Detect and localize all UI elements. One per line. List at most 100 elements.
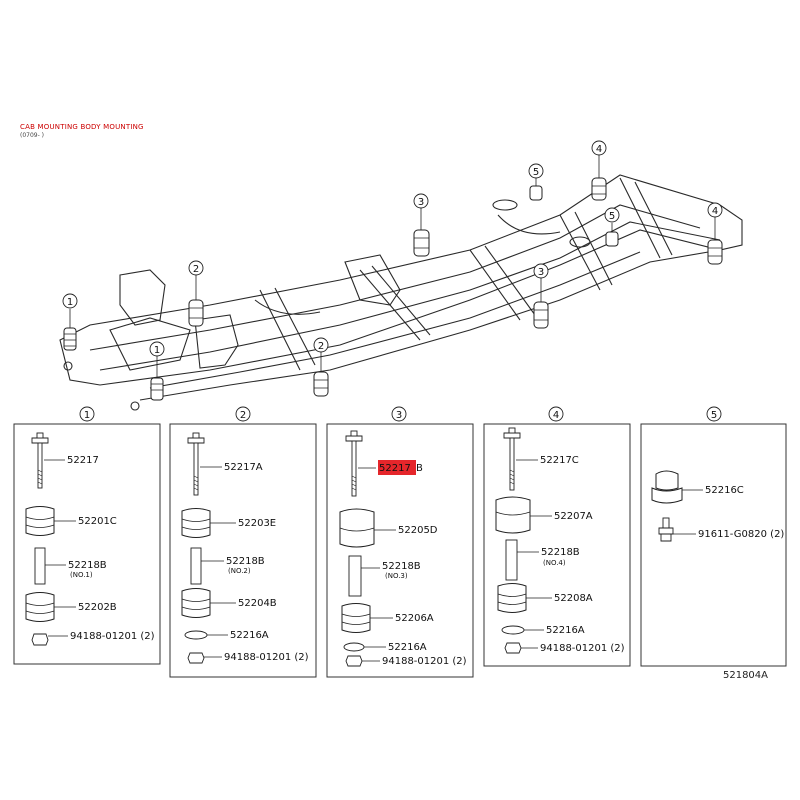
frame-mounts (63, 177, 723, 401)
svg-text:52205D: 52205D (398, 525, 438, 536)
svg-text:2: 2 (318, 341, 324, 352)
svg-text:5: 5 (533, 167, 539, 178)
svg-text:1: 1 (84, 410, 90, 421)
frame-callout-1b: 1 (149, 341, 165, 357)
svg-text:52202B: 52202B (78, 602, 117, 613)
svg-text:5: 5 (609, 211, 615, 222)
lower-cushion-icon (497, 583, 527, 613)
panel-3: 52217 B 52205D 52218B (NO.3) 52206A 5221… (339, 430, 467, 667)
panel-1-number: 1 (79, 406, 95, 422)
frame-callout-2a: 2 (188, 260, 204, 276)
panel-5-number: 5 (706, 406, 722, 422)
svg-text:94188-01201 (2): 94188-01201 (2) (540, 643, 625, 654)
highlighted-part-marker (378, 460, 416, 475)
diagram-title: CAB MOUNTING BODY MOUNTING (20, 123, 144, 131)
svg-text:4: 4 (553, 410, 559, 421)
panel-2: 52217A 52203E 52218B (NO.2) 52204B 52216… (181, 432, 309, 664)
svg-text:5: 5 (711, 410, 717, 421)
nut-icon (504, 642, 522, 654)
bolt-icon (187, 432, 205, 496)
svg-text:3: 3 (538, 267, 544, 278)
frame-callout-1a: 1 (62, 293, 78, 309)
flange-bolt-icon (658, 517, 674, 542)
nut-icon (345, 655, 363, 667)
svg-text:52216A: 52216A (388, 642, 427, 653)
svg-text:52218B: 52218B (541, 547, 580, 558)
svg-text:3: 3 (418, 197, 424, 208)
svg-text:2: 2 (240, 410, 246, 421)
svg-text:52218B: 52218B (382, 561, 421, 572)
frame-callouts: 1 2 3 4 5 2 1 3 5 4 (62, 140, 723, 357)
svg-text:52201C: 52201C (78, 516, 117, 527)
svg-text:52208A: 52208A (554, 593, 593, 604)
panel-1-box (13, 423, 161, 665)
svg-text:52207A: 52207A (554, 511, 593, 522)
svg-text:94188-01201 (2): 94188-01201 (2) (70, 631, 155, 642)
svg-text:91611-G0820 (2): 91611-G0820 (2) (698, 529, 784, 540)
svg-text:52218B: 52218B (226, 556, 265, 567)
nut-icon (187, 652, 205, 664)
collar-icon (190, 547, 202, 585)
frame-illustration (59, 174, 743, 411)
bolt-icon (503, 427, 521, 491)
svg-text:52217A: 52217A (224, 462, 263, 473)
svg-text:52216C: 52216C (705, 485, 744, 496)
collar-icon (348, 555, 362, 597)
collar-icon (505, 539, 518, 581)
highlighted-part-code: 52217 (379, 463, 411, 474)
panel-2-number: 2 (235, 406, 251, 422)
washer-icon (501, 625, 525, 635)
svg-text:3: 3 (396, 410, 402, 421)
frame-callout-2b: 2 (313, 337, 329, 353)
frame-callout-4a: 4 (591, 140, 607, 156)
stopper-icon (651, 470, 683, 504)
svg-text:(NO.2): (NO.2) (228, 567, 251, 575)
svg-text:2: 2 (193, 264, 199, 275)
svg-text:1: 1 (154, 345, 160, 356)
bolt-icon (345, 430, 363, 497)
panel-headings: 1 2 3 4 5 (79, 406, 722, 422)
frame-callout-3b: 3 (533, 263, 549, 279)
figure-code: 521804A (722, 670, 768, 681)
frame-callout-5a: 5 (528, 163, 544, 179)
frame-callout-4b: 4 (707, 202, 723, 218)
nut-icon (31, 633, 49, 646)
svg-text:(NO.1): (NO.1) (70, 571, 93, 579)
frame-callout-3a: 3 (413, 193, 429, 209)
svg-text:94188-01201 (2): 94188-01201 (2) (382, 656, 467, 667)
cushion-icon (339, 508, 375, 548)
lower-cushion-icon (341, 603, 371, 633)
panel-4: 52217C 52207A 52218B (NO.4) 52208A 52216… (495, 427, 625, 654)
svg-text:4: 4 (712, 206, 718, 217)
panel-2-box (169, 423, 317, 678)
cushion-icon (25, 506, 55, 536)
svg-text:52216A: 52216A (230, 630, 269, 641)
svg-text:52203E: 52203E (238, 518, 276, 529)
svg-text:52204B: 52204B (238, 598, 277, 609)
svg-text:(NO.4): (NO.4) (543, 559, 566, 567)
washer-icon (343, 642, 365, 652)
svg-text:52217C: 52217C (540, 455, 579, 466)
panel-4-number: 4 (548, 406, 564, 422)
svg-text:1: 1 (67, 297, 73, 308)
cushion-icon (181, 508, 211, 538)
lower-cushion-icon (25, 592, 55, 622)
svg-text:52206A: 52206A (395, 613, 434, 624)
panel-3-number: 3 (391, 406, 407, 422)
lower-cushion-icon (181, 588, 211, 618)
svg-text:4: 4 (596, 144, 602, 155)
diagram-subtitle: (0709- ) (20, 132, 45, 139)
panel-1: 52217 52201C 52218B (NO.1) 52202B 94188-… (25, 432, 155, 646)
panel-5-box (640, 423, 787, 667)
collar-icon (34, 547, 46, 585)
frame-leaders (69, 155, 716, 378)
panel-4-box (483, 423, 631, 667)
washer-icon (184, 630, 208, 640)
svg-text:B: B (416, 463, 423, 474)
svg-text:(NO.3): (NO.3) (385, 572, 408, 580)
bolt-icon (31, 432, 49, 489)
panel-boxes (13, 423, 787, 678)
panel-3-box (326, 423, 474, 678)
svg-text:52217: 52217 (67, 455, 99, 466)
